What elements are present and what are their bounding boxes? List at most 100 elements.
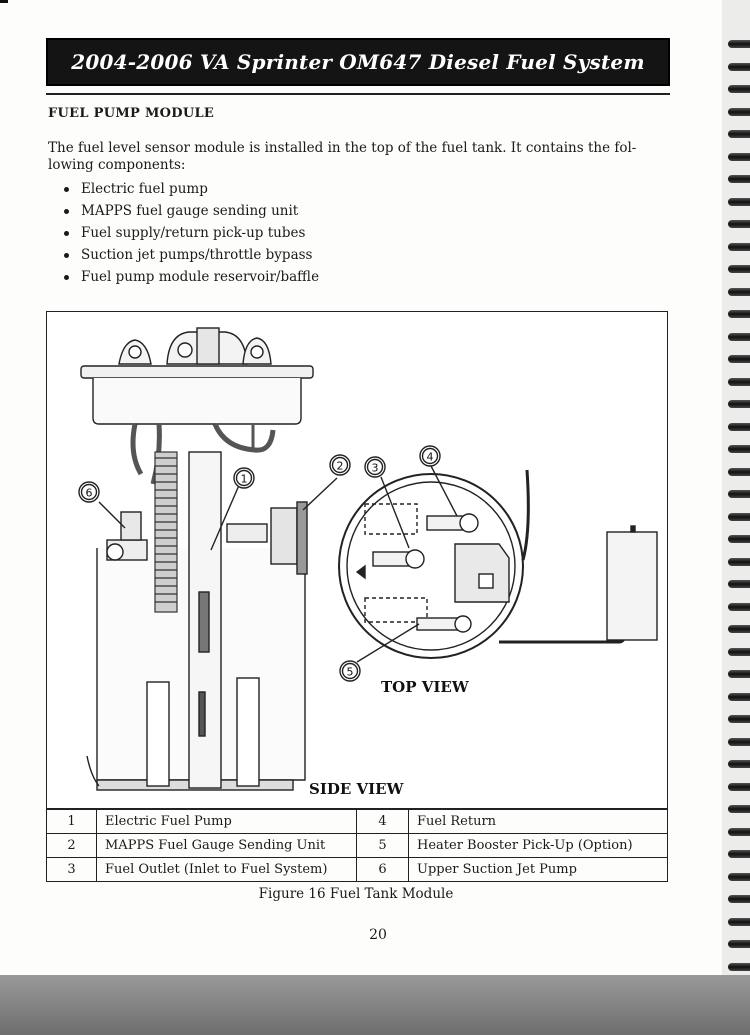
spiral-coil [728, 535, 750, 543]
spiral-coil [728, 782, 750, 791]
jet-pump-port [106, 543, 124, 561]
spiral-coil [728, 760, 750, 768]
baffle-slot [236, 677, 260, 787]
table-row: 3 Fuel Outlet (Inlet to Fuel System) 6 U… [46, 857, 668, 882]
bullet-icon [64, 186, 69, 192]
spiral-coil [728, 647, 750, 656]
spiral-coil [728, 737, 750, 746]
top-view-bracket [364, 597, 428, 623]
spiral-coil [728, 962, 750, 971]
leader-line-1 [210, 475, 244, 551]
bullet-icon [64, 230, 69, 236]
table-row: 2 MAPPS Fuel Gauge Sending Unit 5 Heater… [46, 833, 668, 858]
hose [521, 469, 530, 561]
spiral-coil [728, 107, 750, 116]
spiral-coil [728, 152, 750, 161]
spiral-coil [728, 512, 750, 521]
corner-mark [0, 0, 8, 3]
connector-port [250, 345, 264, 359]
manual-page: 2004-2006 VA Sprinter OM647 Diesel Fuel … [0, 0, 722, 975]
list-item: Fuel supply/return pick-up tubes [64, 222, 319, 244]
spiral-coil [728, 220, 750, 228]
spiral-coil [728, 490, 750, 498]
header-rule [46, 93, 670, 95]
spiral-coil [728, 445, 750, 453]
intro-paragraph: The fuel level sensor module is installe… [48, 140, 637, 173]
spiral-coil [728, 242, 750, 251]
page-number: 20 [369, 927, 387, 943]
spiral-coil [728, 40, 750, 48]
spiral-coil [728, 377, 750, 386]
spiral-coil [728, 332, 750, 341]
spiral-coil [728, 692, 750, 701]
figure-drawing: 1 2 3 4 5 6 TOP VIEW [78, 327, 658, 798]
spiral-coil [728, 872, 750, 881]
bullet-icon [64, 252, 69, 258]
tank-inner-ring [346, 481, 516, 651]
module-flange [80, 365, 314, 379]
leader-line-6 [98, 501, 126, 529]
spiral-coil [728, 715, 750, 723]
side-view-drawing [80, 327, 338, 791]
electrical-connector [454, 543, 510, 603]
top-view-label: TOP VIEW [381, 678, 470, 696]
svg-text:5: 5 [347, 666, 354, 679]
background-surface [0, 975, 750, 1035]
list-item: Electric fuel pump [64, 178, 319, 200]
svg-text:3: 3 [372, 462, 379, 475]
spiral-coil [728, 422, 750, 431]
sending-unit-plate [296, 501, 308, 575]
callout-4: 4 [419, 445, 441, 467]
spiral-coil [728, 85, 750, 93]
figure-caption: Figure 16 Fuel Tank Module [258, 886, 454, 902]
box-tab [630, 525, 636, 533]
callout-5: 5 [339, 660, 361, 682]
spiral-coil [728, 265, 750, 273]
leader-line-base [86, 755, 100, 787]
bullet-icon [64, 208, 69, 214]
header-title: 2004-2006 VA Sprinter OM647 Diesel Fuel … [71, 50, 645, 74]
spiral-binding [722, 0, 750, 975]
table-row: 1 Electric Fuel Pump 4 Fuel Return [46, 809, 668, 834]
spiral-coil [728, 310, 750, 318]
top-view-bracket [364, 503, 418, 535]
heater-pickup-port [454, 615, 472, 633]
baffle-slot [146, 681, 170, 787]
list-item: Suction jet pumps/throttle bypass [64, 244, 319, 266]
svg-text:1: 1 [241, 473, 248, 486]
pump-coil [154, 451, 178, 613]
fuel-tank-module-figure: 1 2 3 4 5 6 TOP VIEW [46, 311, 668, 809]
top-view-drawing [338, 465, 658, 663]
leader-line-2 [302, 477, 338, 511]
component-list: Electric fuel pump MAPPS fuel gauge send… [64, 178, 319, 288]
bullet-icon [64, 274, 69, 280]
spiral-coil [728, 805, 750, 813]
connector-port [177, 342, 193, 358]
hose [499, 631, 627, 644]
spiral-coil [728, 850, 750, 858]
spiral-coil [728, 917, 750, 926]
connector-plug [196, 327, 220, 365]
leader-line-5 [356, 623, 420, 663]
spiral-coil [728, 827, 750, 836]
spiral-coil [728, 467, 750, 476]
spiral-coil [728, 355, 750, 363]
spiral-coil [728, 287, 750, 296]
spiral-coil [728, 197, 750, 206]
spiral-coil [728, 625, 750, 633]
spiral-coil [728, 557, 750, 566]
spiral-coil [728, 895, 750, 903]
return-port [459, 513, 479, 533]
svg-text:2: 2 [337, 460, 344, 473]
svg-text:6: 6 [86, 487, 93, 500]
svg-text:4: 4 [427, 451, 434, 464]
spiral-coil [728, 175, 750, 183]
callout-2: 2 [329, 454, 351, 476]
section-heading: FUEL PUMP MODULE [48, 106, 215, 121]
flange-skirt [92, 378, 302, 425]
callout-1: 1 [233, 467, 255, 489]
leader-line-3 [380, 476, 410, 549]
header-bar: 2004-2006 VA Sprinter OM647 Diesel Fuel … [46, 38, 670, 86]
callout-6: 6 [78, 481, 100, 503]
spiral-coil [728, 130, 750, 138]
